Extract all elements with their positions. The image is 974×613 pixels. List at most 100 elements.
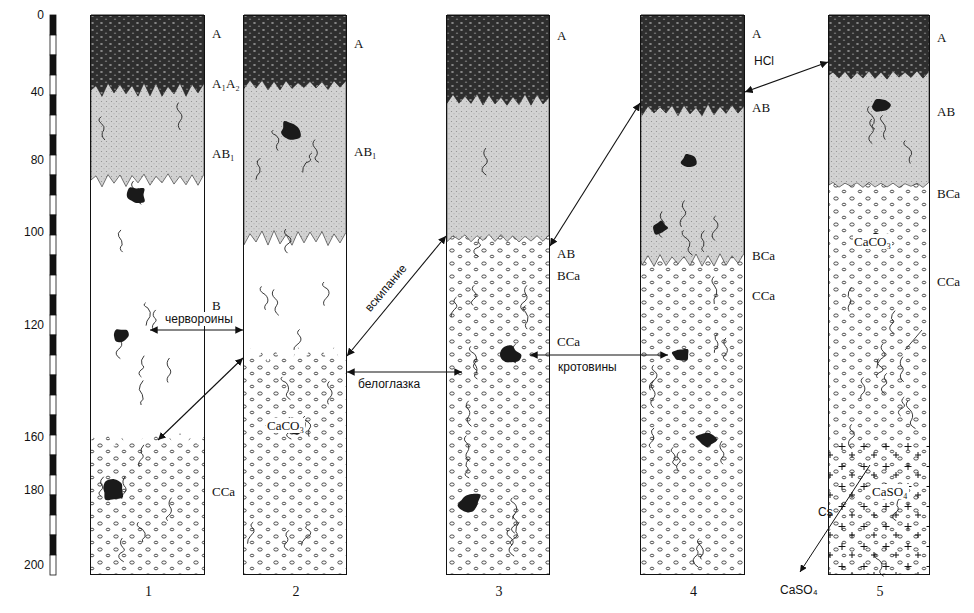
worm-channel xyxy=(99,477,104,496)
correlation-arrow xyxy=(550,103,640,246)
soil-profile-column: AAB₁CaCO₃2 xyxy=(243,15,347,575)
leader-line xyxy=(800,465,870,572)
worm-channel xyxy=(904,141,912,164)
worm-channel xyxy=(466,401,471,426)
horizon-label: AB₁ xyxy=(353,144,378,159)
worm-channel xyxy=(272,289,279,315)
worm-channel xyxy=(677,452,681,471)
depth-ruler xyxy=(50,195,56,215)
worm-channel xyxy=(682,230,692,255)
soil-horizon xyxy=(91,15,204,447)
worm-channel xyxy=(714,333,718,353)
worm-channel xyxy=(248,522,255,543)
krotovina xyxy=(681,154,697,167)
horizon-label: CCa xyxy=(936,274,961,289)
depth-ruler xyxy=(50,15,56,35)
worm-channel xyxy=(697,539,703,560)
soil-horizon xyxy=(447,15,549,105)
worm-channel xyxy=(139,445,144,467)
worm-channel xyxy=(881,373,886,394)
depth-ruler xyxy=(50,315,56,335)
depth-ruler xyxy=(50,475,56,495)
soil-profile-column: AA₁A₂AB₁BCCa1 xyxy=(90,15,205,575)
c-horizon xyxy=(244,15,346,575)
soil-profile-column: AABBCaCCa3 xyxy=(446,15,550,575)
depth-ruler xyxy=(50,275,56,295)
worm-channel xyxy=(139,380,143,405)
worm-channel xyxy=(465,459,469,478)
horizon-label: A xyxy=(556,28,567,43)
depth-ruler xyxy=(50,155,56,175)
arrow-label: кротовины xyxy=(556,360,619,374)
worm-channel xyxy=(118,230,122,252)
depth-ruler xyxy=(50,355,56,375)
profile-number: 1 xyxy=(144,584,153,599)
worm-channel xyxy=(507,530,514,556)
horizon-label: BCa xyxy=(556,268,581,283)
arrow-label: вскипание xyxy=(361,260,411,316)
worm-channel xyxy=(99,117,105,140)
profile-number: 4 xyxy=(689,584,698,599)
c-horizon xyxy=(829,15,929,575)
horizon-label: CCa xyxy=(211,484,236,499)
soil-horizon xyxy=(91,15,204,96)
worm-channel xyxy=(303,153,312,173)
correlation-arrow xyxy=(530,354,668,355)
worm-channel xyxy=(464,436,469,462)
worm-channel xyxy=(284,530,289,550)
depth-ruler xyxy=(50,55,56,75)
worm-channel xyxy=(848,424,854,448)
compound-label: CaSO₄ xyxy=(871,484,909,499)
depth-ruler xyxy=(50,75,56,95)
worm-channel xyxy=(328,381,333,404)
depth-ruler xyxy=(50,35,56,55)
worm-channel xyxy=(469,346,476,370)
correlation-arrow xyxy=(158,358,243,440)
worm-channel xyxy=(256,158,260,179)
depth-ruler xyxy=(50,295,56,315)
leader-line xyxy=(905,330,922,350)
correlation-arrow xyxy=(347,236,446,356)
worm-channel xyxy=(649,428,654,448)
worm-channel xyxy=(451,297,457,317)
depth-ruler xyxy=(50,335,56,355)
depth-tick: 180 xyxy=(24,483,44,497)
worm-channel xyxy=(693,544,700,568)
worm-channel xyxy=(712,277,717,304)
arrow-label: червороины xyxy=(163,312,235,326)
chemical-label: Cs xyxy=(818,505,833,519)
krotovina xyxy=(696,433,717,447)
depth-ruler xyxy=(50,395,56,415)
depth-ruler xyxy=(50,375,56,395)
depth-ruler xyxy=(50,115,56,135)
horizon-label: A xyxy=(936,30,947,45)
depth-ruler xyxy=(50,215,56,235)
depth-tick: 40 xyxy=(31,85,44,99)
worm-channel xyxy=(898,397,904,416)
soil-horizon xyxy=(641,15,744,266)
krotovina xyxy=(281,121,301,140)
worm-channel xyxy=(474,237,481,257)
depth-tick: 160 xyxy=(24,430,44,444)
krotovina xyxy=(127,187,145,203)
horizon-label: A xyxy=(353,36,364,51)
worm-channel xyxy=(294,329,301,349)
worm-channel xyxy=(482,148,487,175)
depth-tick: 200 xyxy=(24,558,44,572)
depth-ruler xyxy=(50,535,56,555)
worm-channel xyxy=(119,538,125,562)
worm-channel xyxy=(471,285,476,305)
depth-ruler xyxy=(50,435,56,455)
arrow-label: HCl xyxy=(752,54,776,68)
worm-channel xyxy=(890,311,895,334)
horizon-label: BCa xyxy=(751,248,776,263)
krotovina xyxy=(872,99,891,112)
arrow-label: белоглазка xyxy=(356,377,422,391)
worm-channel xyxy=(177,103,182,130)
worm-channel xyxy=(880,115,885,139)
depth-ruler xyxy=(50,135,56,155)
depth-tick: 0 xyxy=(37,8,44,22)
horizon-label: AB xyxy=(936,104,956,119)
worm-channel xyxy=(848,287,851,311)
worm-channel xyxy=(720,441,724,464)
